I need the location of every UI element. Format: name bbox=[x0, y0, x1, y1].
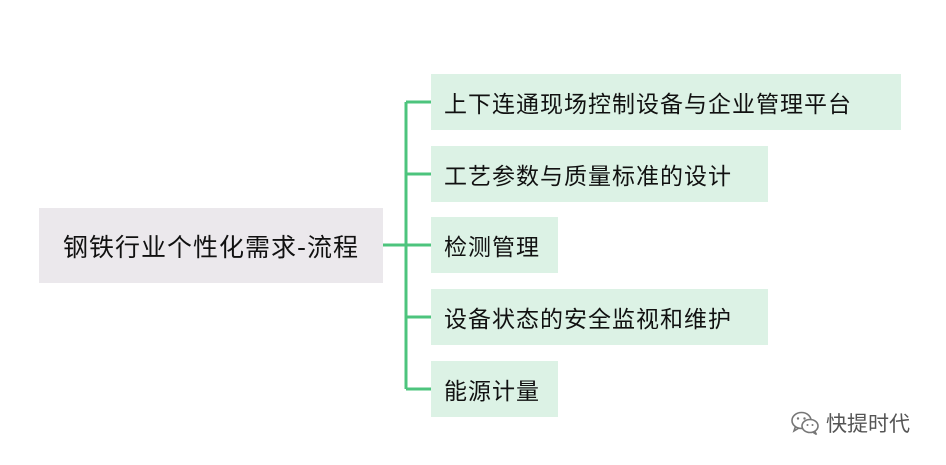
branch-label-1: 上下连通现场控制设备与企业管理平台 bbox=[444, 92, 852, 118]
branch-label-5: 能源计量 bbox=[444, 379, 540, 405]
branch-label-2: 工艺参数与质量标准的设计 bbox=[444, 164, 732, 190]
branch-node-5: 能源计量 bbox=[431, 361, 558, 417]
wechat-icon bbox=[791, 411, 819, 436]
watermark-text: 快提时代 bbox=[826, 412, 910, 436]
branch-node-2: 工艺参数与质量标准的设计 bbox=[431, 146, 768, 202]
watermark: 快提时代 bbox=[790, 408, 910, 438]
branch-label-4: 设备状态的安全监视和维护 bbox=[444, 307, 732, 333]
branch-label-3: 检测管理 bbox=[444, 235, 540, 261]
branch-node-3: 检测管理 bbox=[431, 217, 558, 273]
root-node: 钢铁行业个性化需求-流程 bbox=[39, 208, 383, 283]
branch-node-1: 上下连通现场控制设备与企业管理平台 bbox=[431, 74, 901, 130]
branch-node-4: 设备状态的安全监视和维护 bbox=[431, 289, 768, 345]
root-label: 钢铁行业个性化需求-流程 bbox=[62, 232, 360, 262]
